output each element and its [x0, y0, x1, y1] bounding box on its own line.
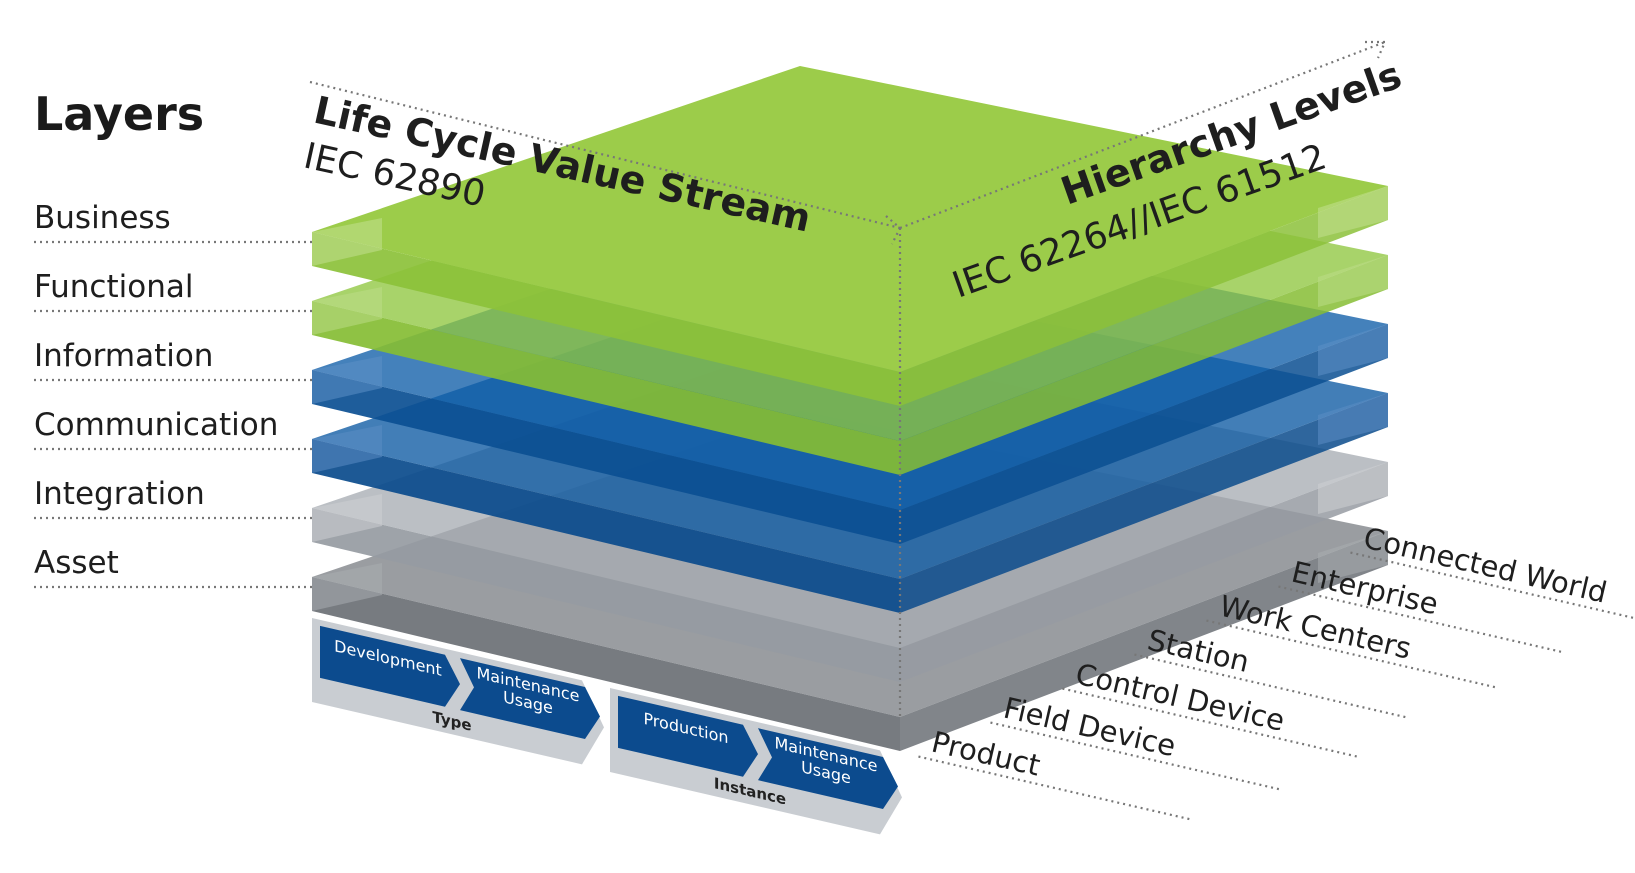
layer-business-right-edge — [1318, 186, 1388, 238]
layer-label-integration: Integration — [34, 476, 205, 512]
hierarchy-level-leader — [1350, 551, 1635, 624]
layer-communication-left-edge — [312, 425, 382, 473]
layer-label-business: Business — [34, 200, 171, 236]
layer-information-right-side — [900, 324, 1388, 544]
layer-label-information: Information — [34, 338, 213, 374]
layer-label-asset: Asset — [34, 545, 119, 581]
layer-asset-left-side — [312, 577, 900, 751]
layer-asset-right-edge — [1318, 531, 1388, 583]
layer-labels: BusinessFunctionalInformationCommunicati… — [34, 200, 312, 589]
layer-information-right-edge — [1318, 324, 1388, 376]
hierarchy-level-leader — [1278, 585, 1562, 653]
layer-label-functional: Functional — [34, 269, 193, 305]
hierarchy-level-leader — [1134, 653, 1406, 719]
layer-business-right-side — [900, 186, 1388, 406]
layer-information-left-edge — [312, 356, 382, 404]
life-cycle-stage-chevron — [320, 625, 460, 707]
layer-label-communication: Communication — [34, 407, 278, 443]
layer-business-left-edge — [312, 218, 382, 266]
layer-stack — [312, 66, 1388, 751]
life-cycle-stage-chevron — [460, 658, 600, 740]
hierarchy-axis-line — [899, 40, 1386, 230]
layer-integration-left-edge — [312, 494, 382, 542]
layer-functional-right-side — [900, 255, 1388, 475]
layer-functional-left-edge — [312, 287, 382, 335]
layer-integration-right-edge — [1318, 462, 1388, 514]
layer-business — [312, 66, 1388, 406]
layer-integration-right-side — [900, 462, 1388, 682]
layer-asset-left-edge — [312, 563, 382, 611]
layer-business-top — [312, 66, 1388, 372]
layer-integration-left-side — [312, 508, 900, 682]
layer-information-left-side — [312, 370, 900, 544]
layer-communication-right-side — [900, 393, 1388, 613]
hierarchy-axis-arrow — [1365, 40, 1387, 59]
layer-communication-left-side — [312, 439, 900, 613]
hierarchy-level-leader — [1206, 619, 1498, 689]
life-cycle-stage-chevron — [758, 728, 898, 810]
layers-title: Layers — [34, 87, 204, 141]
hierarchy-level-leader — [918, 755, 1190, 821]
layer-communication-right-edge — [1318, 393, 1388, 445]
layer-asset-right-side — [900, 531, 1388, 751]
layer-business-left-side — [312, 232, 900, 406]
hierarchy-level-label: Product — [928, 725, 1043, 783]
layer-functional-right-edge — [1318, 255, 1388, 307]
life-cycle-stage-chevron — [618, 695, 758, 777]
layer-functional-left-side — [312, 301, 900, 475]
hierarchy-level-leader — [990, 721, 1282, 791]
